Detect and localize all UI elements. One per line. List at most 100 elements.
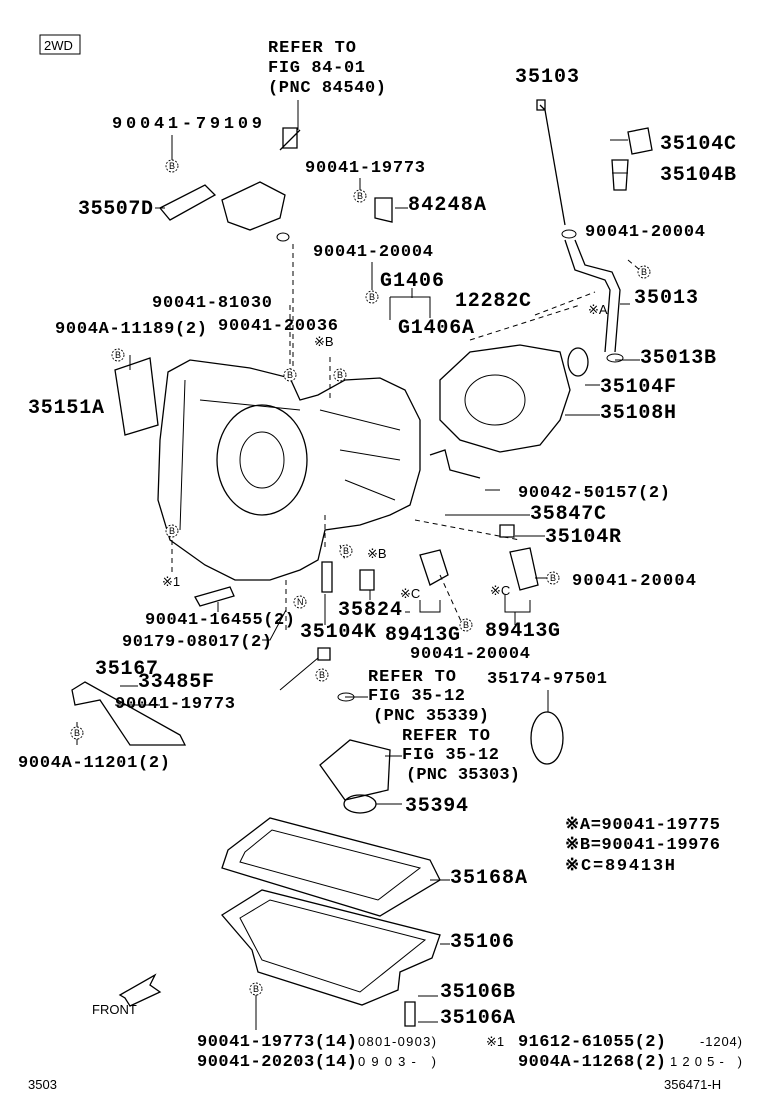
cover-35151A: [114, 357, 159, 436]
svg-text:※B: ※B: [367, 546, 387, 561]
front-label: FRONT: [92, 1002, 137, 1017]
part-label[interactable]: 90041-20004: [585, 223, 705, 242]
part-label[interactable]: 35104K: [300, 621, 376, 644]
refer-fig-35-12-pnc-35303[interactable]: REFER TO FIG 35-12 (PNC 35303): [402, 727, 520, 785]
part-label[interactable]: 90042-50157(2): [518, 484, 670, 503]
svg-text:1205- ): 1205- ): [670, 1054, 742, 1069]
part-label[interactable]: 90041-20004: [410, 645, 530, 664]
svg-text:※C: ※C: [400, 586, 420, 601]
case-ribs: [179, 379, 401, 531]
part-label[interactable]: 90041-79109: [112, 115, 262, 134]
part-label[interactable]: 90179-08017(2): [122, 633, 272, 652]
part-label[interactable]: 35507D: [78, 198, 153, 221]
part-label[interactable]: 35168A: [450, 867, 527, 890]
oil-pan-inner: [239, 899, 427, 993]
part-label[interactable]: 90041-20004: [572, 572, 696, 591]
figure-number: 3503: [28, 1077, 57, 1092]
plate-35167: [71, 681, 187, 746]
dipstick-35103: [536, 99, 566, 226]
part-label[interactable]: 35824: [338, 599, 402, 622]
part-label[interactable]: 35104C: [660, 133, 736, 156]
part-label[interactable]: 35103: [515, 66, 579, 89]
spring-35104K: [321, 561, 333, 593]
svg-text:0903- ): 0903- ): [358, 1054, 436, 1069]
part-label[interactable]: 90041-20036: [218, 317, 338, 336]
part-label[interactable]: 35847C: [530, 503, 606, 526]
badge-text: 2WD: [44, 38, 73, 53]
svg-text:B: B: [357, 191, 363, 201]
svg-text:B: B: [319, 670, 325, 680]
tube-35013: [564, 239, 621, 353]
part-labels: 35103 90041-79109 35104C 90041-19773 351…: [18, 66, 736, 1072]
part-label[interactable]: 35104B: [660, 164, 736, 187]
part-label[interactable]: 89413G: [485, 620, 560, 643]
part-label[interactable]: 90041-81030: [152, 294, 272, 313]
gasket-35168A: [221, 817, 441, 917]
part-label[interactable]: 35104F: [600, 376, 676, 399]
housing-bore: [464, 374, 526, 426]
part-label[interactable]: 89413G: [385, 624, 460, 647]
part-label[interactable]: 35394: [405, 795, 468, 818]
refer-fig-84-01[interactable]: REFER TO FIG 84-01 (PNC 84540): [268, 39, 386, 98]
svg-text:FIG 35-12: FIG 35-12: [402, 746, 499, 765]
bracket-84248A: [374, 197, 393, 223]
ring: [561, 229, 577, 239]
leader-lines: [76, 100, 640, 1030]
extension-housing-35108H: [439, 344, 571, 453]
part-label[interactable]: 9004A-11268(2): [518, 1053, 666, 1072]
refer-fig-35-12-pnc-35339[interactable]: REFER TO FIG 35-12 (PNC 35339): [368, 668, 489, 726]
part-label[interactable]: G1406: [380, 270, 444, 293]
part-label[interactable]: 35104R: [545, 526, 621, 549]
svg-text:B: B: [369, 292, 375, 302]
part-label[interactable]: 84248A: [408, 194, 486, 217]
part-label[interactable]: 35167: [95, 658, 158, 681]
washer-35394: [343, 794, 377, 814]
part-label[interactable]: G1406A: [398, 317, 474, 340]
svg-text:B: B: [253, 984, 259, 994]
part-label[interactable]: 90041-20004: [313, 243, 433, 262]
ring-35013B: [606, 353, 624, 363]
svg-text:(PNC 84540): (PNC 84540): [268, 79, 386, 98]
svg-text:-1204): -1204): [700, 1034, 742, 1049]
part-label[interactable]: 9004A-11189(2): [55, 320, 207, 339]
dashed-lines: [171, 244, 641, 631]
svg-text:FIG 35-12: FIG 35-12: [368, 687, 465, 706]
part-label[interactable]: 35106A: [440, 1007, 515, 1030]
svg-text:FIG 84-01: FIG 84-01: [268, 59, 365, 78]
part-label[interactable]: 35174-97501: [487, 670, 607, 689]
svg-text:(PNC 35339): (PNC 35339): [373, 707, 489, 726]
strainer: [319, 739, 391, 801]
sleeve-35824: [359, 569, 375, 591]
part-label[interactable]: 90041-20203(14): [197, 1053, 357, 1072]
part-label[interactable]: 33485F: [138, 671, 214, 694]
part-label[interactable]: 12282C: [455, 290, 531, 313]
part-label[interactable]: 90041-19773: [115, 695, 235, 714]
part-label[interactable]: 35151A: [28, 397, 104, 420]
part-label[interactable]: 90041-16455(2): [145, 611, 295, 630]
clip-33485F: [317, 647, 331, 661]
part-label[interactable]: 35013B: [640, 347, 716, 370]
svg-text:B: B: [641, 267, 647, 277]
sensor-89413G-a: [419, 549, 449, 586]
neutral-switch: [221, 127, 301, 231]
part-label[interactable]: 90041-19773(14): [197, 1033, 357, 1052]
svg-text:※B: ※B: [314, 334, 334, 349]
lever-35507D: [158, 184, 217, 221]
part-label[interactable]: 9004A-11201(2): [18, 754, 170, 773]
svg-text:(PNC 35303): (PNC 35303): [406, 766, 520, 785]
svg-text:※C: ※C: [490, 583, 510, 598]
svg-text:B: B: [463, 620, 469, 630]
part-label[interactable]: 91612-61055(2): [518, 1033, 666, 1052]
part-label[interactable]: 35106B: [440, 981, 515, 1004]
circle-markers: B B B B B B B B B B B N B B B: [70, 159, 651, 996]
part-label[interactable]: 90041-19773: [305, 159, 425, 178]
part-label[interactable]: 35108H: [600, 402, 676, 425]
svg-text:※C=89413H: ※C=89413H: [565, 857, 675, 876]
part-label[interactable]: 35106: [450, 931, 514, 954]
svg-text:REFER TO: REFER TO: [368, 668, 456, 687]
svg-text:B: B: [169, 161, 175, 171]
bolt-90041-16455: [194, 586, 235, 607]
plug-35104B: [611, 159, 629, 191]
part-label[interactable]: 35013: [634, 287, 698, 310]
